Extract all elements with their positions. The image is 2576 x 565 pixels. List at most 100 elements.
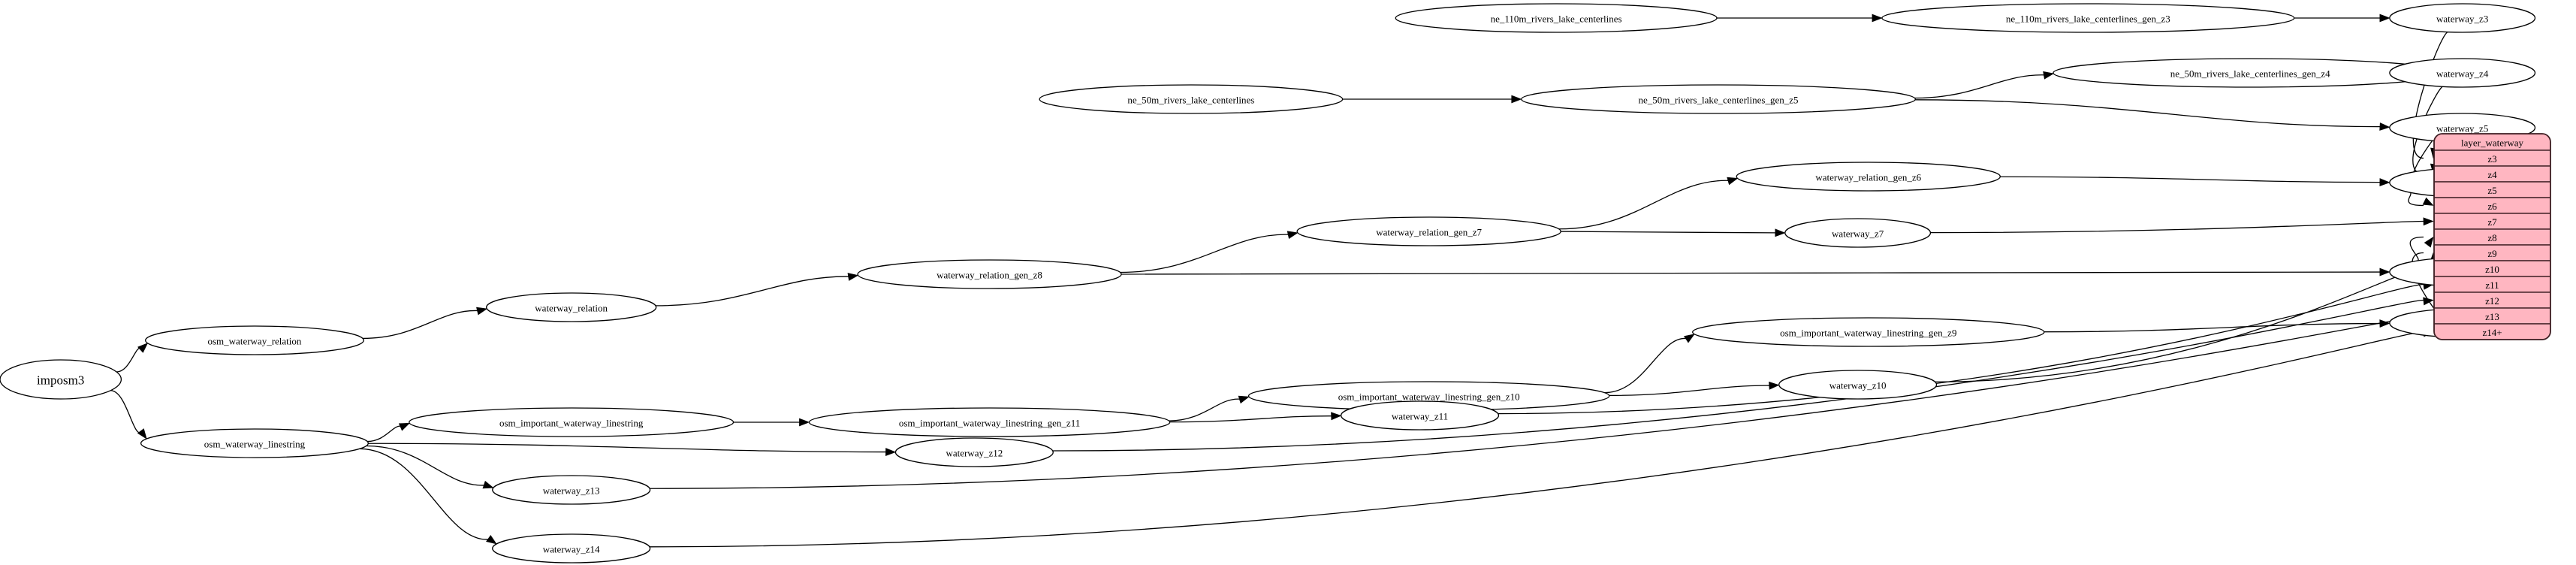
table-row-z3[interactable] (2434, 150, 2550, 167)
edge-waterway_relation_gen_z8-to-waterway_relation_gen_z7 (1120, 234, 1290, 273)
node-ne_50m_rivers_lake_centerlines[interactable]: ne_50m_rivers_lake_centerlines (1039, 84, 1344, 114)
arrowhead-icon (2379, 14, 2390, 23)
edge-waterway_relation_gen_z7-to-waterway_relation_gen_z6 (1558, 180, 1730, 230)
node-waterway_relation[interactable]: waterway_relation (486, 292, 657, 322)
node-osm_important_waterway_linestring[interactable]: osm_important_waterway_linestring (409, 407, 734, 437)
table-header-cell (2434, 134, 2550, 151)
table-row-z4[interactable] (2434, 165, 2550, 183)
node-ellipse-waterway_z13 (492, 475, 651, 505)
node-osm_important_waterway_linestring_gen_z11[interactable]: osm_important_waterway_linestring_gen_z1… (808, 407, 1171, 437)
edge-waterway_relation_gen_z8-to-waterway_z8 (1121, 271, 2381, 275)
arrowhead-icon (2423, 297, 2434, 306)
edge-osm_important_waterway_linestring_gen_z10-to-waterway_z10 (1609, 385, 1771, 397)
node-ne_50m_rivers_lake_centerlines_gen_z5[interactable]: ne_50m_rivers_lake_centerlines_gen_z5 (1521, 84, 1916, 114)
node-ellipse-osm_important_waterway_linestring_gen_z9 (1692, 317, 2045, 347)
node-waterway_z4[interactable]: waterway_z4 (2389, 58, 2536, 88)
node-ne_110m_rivers_lake_centerlines[interactable]: ne_110m_rivers_lake_centerlines (1395, 3, 1718, 33)
edge-waterway_relation_gen_z6-to-waterway_z6 (2000, 176, 2381, 183)
node-ellipse-waterway_relation_gen_z8 (857, 259, 1122, 289)
edge-waterway_relation_gen_z7-to-waterway_z7 (1561, 231, 1777, 234)
node-waterway_relation_gen_z6[interactable]: waterway_relation_gen_z6 (1736, 162, 2001, 192)
table-row-z9[interactable] (2434, 244, 2550, 261)
edge-waterway_z8-to-layer_waterway-z8 (2409, 236, 2424, 261)
arrowhead-icon (2379, 267, 2390, 276)
table-row-z13[interactable] (2434, 307, 2550, 325)
table-row-z8[interactable] (2434, 228, 2550, 246)
table-body: layer_waterwayz3z4z5z6z7z8z9z10z11z12z13… (2434, 134, 2550, 340)
arrowhead-icon (1511, 95, 1522, 104)
arrowhead-icon (1775, 228, 1786, 237)
node-ellipse-waterway_relation_gen_z6 (1736, 162, 2001, 192)
node-waterway_relation_gen_z8[interactable]: waterway_relation_gen_z8 (857, 259, 1122, 289)
node-imposm3[interactable]: imposm3 (0, 359, 122, 400)
edge-osm_important_waterway_linestring_gen_z11-to-osm_important_waterway_linestring_gen_z10 (1169, 398, 1241, 421)
node-waterway_z14[interactable]: waterway_z14 (492, 533, 651, 563)
edge-osm_important_waterway_linestring_gen_z9-to-waterway_z9 (2044, 322, 2381, 333)
table-row-z7[interactable] (2434, 213, 2550, 230)
arrowhead-icon (2379, 122, 2390, 131)
node-waterway_z7[interactable]: waterway_z7 (1784, 218, 1932, 248)
edges-layer (110, 14, 2448, 548)
node-ellipse-waterway_z7 (1784, 218, 1932, 248)
edge-osm_waterway_linestring-to-osm_important_waterway_linestring (367, 425, 403, 443)
table-row-z10[interactable] (2434, 260, 2550, 277)
edge-waterway_z11-to-layer_waterway-z11 (1498, 283, 2424, 415)
node-ellipse-ne_110m_rivers_lake_centerlines (1395, 3, 1718, 33)
table-row-z12[interactable] (2434, 292, 2550, 309)
node-osm_waterway_linestring[interactable]: osm_waterway_linestring (140, 428, 369, 458)
node-waterway_z10[interactable]: waterway_z10 (1778, 370, 1938, 400)
arrowhead-icon (847, 273, 859, 281)
node-ellipse-ne_50m_rivers_lake_centerlines_gen_z4 (2053, 58, 2448, 88)
node-ellipse-osm_waterway_linestring (140, 428, 369, 458)
arrowhead-icon (1684, 334, 1695, 343)
edge-osm_waterway_linestring-to-waterway_z14 (359, 448, 490, 540)
node-waterway_relation_gen_z7[interactable]: waterway_relation_gen_z7 (1296, 216, 1561, 246)
table-row-z11[interactable] (2434, 276, 2550, 293)
node-ellipse-waterway_z14 (492, 533, 651, 563)
node-waterway_z13[interactable]: waterway_z13 (492, 475, 651, 505)
edge-ne_50m_rivers_lake_centerlines_gen_z5-to-ne_50m_rivers_lake_centerlines_gen_z4 (1914, 74, 2046, 99)
node-ellipse-waterway_relation (486, 292, 657, 322)
edge-ne_50m_rivers_lake_centerlines_gen_z5-to-waterway_z5 (1915, 99, 2381, 128)
edge-osm_waterway_linestring-to-waterway_z13 (366, 445, 486, 486)
edge-imposm3-to-osm_waterway_linestring (110, 390, 143, 434)
node-waterway_z11[interactable]: waterway_z11 (1340, 400, 1500, 431)
edge-osm_waterway_linestring-to-waterway_z12 (368, 443, 888, 453)
edge-waterway_relation-to-waterway_relation_gen_z8 (655, 276, 850, 307)
arrowhead-icon (885, 448, 897, 456)
arrowhead-icon (2424, 236, 2434, 248)
edge-waterway_z3-to-layer_waterway-z3 (2412, 31, 2448, 159)
node-waterway_z12[interactable]: waterway_z12 (894, 437, 1054, 467)
node-ne_50m_rivers_lake_centerlines_gen_z4[interactable]: ne_50m_rivers_lake_centerlines_gen_z4 (2053, 58, 2448, 88)
arrowhead-icon (1286, 231, 1299, 240)
arrowhead-icon (1331, 412, 1342, 421)
arrowhead-icon (1872, 14, 1883, 23)
table-row-z14plus[interactable] (2434, 323, 2550, 340)
node-waterway_z3[interactable]: waterway_z3 (2389, 3, 2536, 33)
table-row-z5[interactable] (2434, 181, 2550, 198)
arrowhead-icon (2379, 319, 2390, 328)
node-ne_110m_rivers_lake_centerlines_gen_z3[interactable]: ne_110m_rivers_lake_centerlines_gen_z3 (1881, 3, 2295, 33)
node-ellipse-waterway_z4 (2389, 58, 2536, 88)
table-row-z6[interactable] (2434, 197, 2550, 214)
node-ellipse-imposm3 (0, 359, 122, 400)
node-osm_important_waterway_linestring_gen_z9[interactable]: osm_important_waterway_linestring_gen_z9 (1692, 317, 2045, 347)
edge-imposm3-to-osm_waterway_relation (116, 347, 142, 373)
arrowhead-icon (1727, 177, 1739, 186)
arrowhead-icon (2043, 71, 2055, 80)
edge-osm_important_waterway_linestring_gen_z10-to-osm_important_waterway_linestring_gen_z9 (1604, 338, 1688, 394)
arrowhead-icon (482, 480, 494, 489)
node-ellipse-ne_110m_rivers_lake_centerlines_gen_z3 (1881, 3, 2295, 33)
edge-waterway_z12-to-layer_waterway-z12 (1052, 299, 2424, 452)
node-ellipse-waterway_z11 (1340, 400, 1500, 431)
arrowhead-icon (1238, 395, 1250, 404)
arrowhead-icon (137, 428, 147, 440)
node-ellipse-osm_important_waterway_linestring (409, 407, 734, 437)
layer-waterway-table: layer_waterwayz3z4z5z6z7z8z9z10z11z12z13… (2433, 133, 2551, 340)
edge-waterway_z13-to-layer_waterway-z13 (650, 315, 2424, 489)
node-osm_waterway_relation[interactable]: osm_waterway_relation (145, 325, 364, 355)
node-ellipse-waterway_z12 (894, 437, 1054, 467)
arrowhead-icon (2422, 197, 2434, 206)
edge-waterway_z14-to-layer_waterway-z14+ (649, 331, 2424, 548)
